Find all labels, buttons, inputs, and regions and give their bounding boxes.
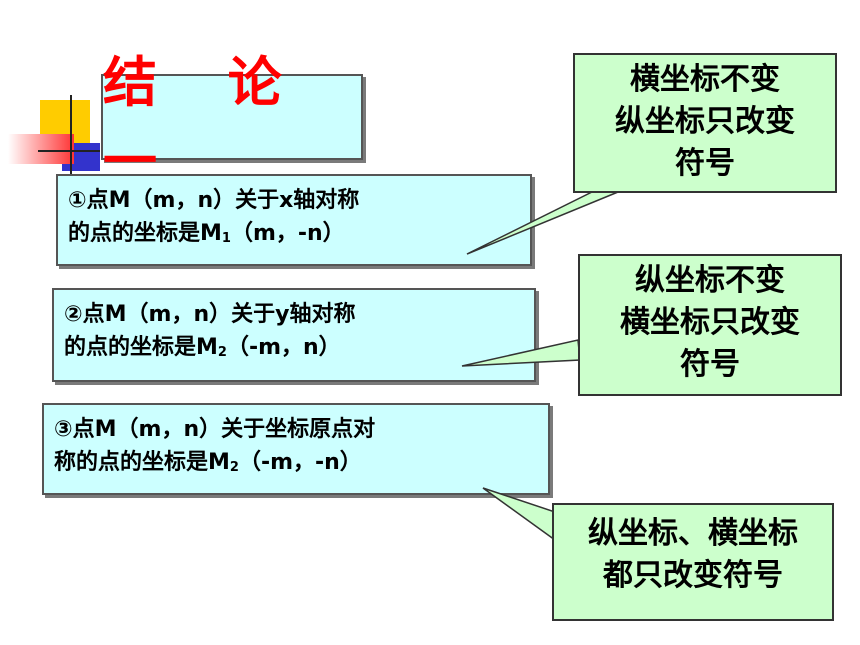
decor-vertical-line [70, 95, 72, 175]
statement-2-line1: ②点M（m，n）关于y轴对称 [64, 302, 356, 327]
statement-3-line1: ③点M（m，n）关于坐标原点对 [54, 417, 376, 442]
callout-pointer-3 [482, 487, 556, 542]
decor-horizontal-line [38, 150, 100, 152]
note-x-axis: 横坐标不变 纵坐标只改变 符号 [573, 53, 837, 193]
statement-origin: ③点M（m，n）关于坐标原点对 称的点的坐标是M2（-m，-n） [42, 403, 550, 495]
statement-2-line2: 的点的坐标是M2（-m，n） [64, 335, 341, 360]
title: 结 论 一 [103, 51, 308, 193]
note-3-line2: 都只改变符号 [603, 558, 783, 593]
statement-x-axis: ①点M（m，n）关于x轴对称 的点的坐标是M1（m，-n） [56, 174, 532, 266]
callout-pointer-2 [461, 339, 581, 367]
note-2-line2: 横坐标只改变 [620, 305, 800, 340]
note-origin: 纵坐标、横坐标 都只改变符号 [552, 503, 834, 621]
statement-3-line2: 称的点的坐标是M2（-m，-n） [54, 450, 362, 475]
statement-1-line2: 的点的坐标是M1（m，-n） [68, 221, 345, 246]
statement-1-line1: ①点M（m，n）关于x轴对称 [68, 188, 360, 213]
note-1-line1: 横坐标不变 [630, 62, 780, 97]
title-box: 结 论 一 [101, 51, 363, 193]
decor-red-bar [8, 134, 74, 164]
note-y-axis: 纵坐标不变 横坐标只改变 符号 [578, 254, 842, 396]
callout-pointer-1 [466, 191, 619, 255]
note-2-line3: 符号 [680, 347, 740, 382]
note-1-line2: 纵坐标只改变 [615, 104, 795, 139]
note-1-line3: 符号 [675, 146, 735, 181]
statement-y-axis: ②点M（m，n）关于y轴对称 的点的坐标是M2（-m，n） [52, 288, 536, 382]
note-2-line1: 纵坐标不变 [635, 263, 785, 298]
note-3-line1: 纵坐标、横坐标 [588, 516, 798, 551]
